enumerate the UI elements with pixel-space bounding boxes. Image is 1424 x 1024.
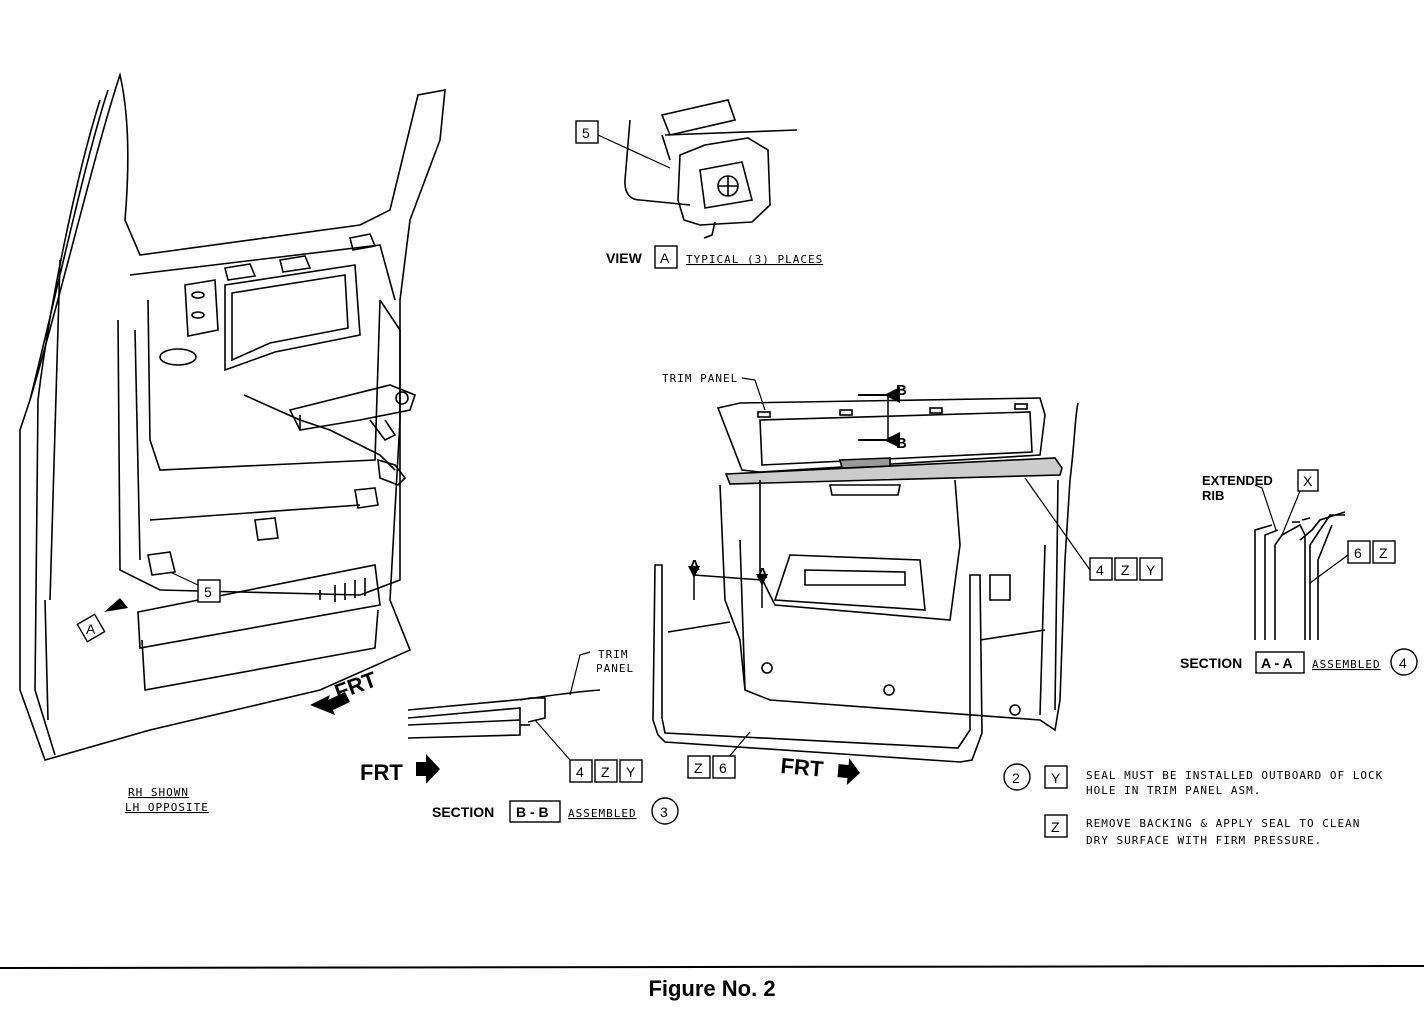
aa-callout-6: 6 xyxy=(1354,545,1362,561)
callout-x-text: X xyxy=(1303,473,1313,489)
aa-section-word: SECTION xyxy=(1180,655,1242,671)
bb-callout-z: Z xyxy=(601,764,610,780)
note-2-line1: REMOVE BACKING & APPLY SEAL TO CLEAN xyxy=(1086,817,1360,830)
callout-y-text: Y xyxy=(1146,562,1156,578)
b-lower-text: B xyxy=(896,435,907,452)
aa-assembled: ASSEMBLED xyxy=(1312,658,1381,671)
section-aa-extended-rib: EXTENDED RIB xyxy=(1202,473,1277,531)
section-aa-label: SECTION A - A ASSEMBLED 4 xyxy=(1180,648,1418,676)
frt-label-bb: FRT xyxy=(360,760,403,785)
bb-panel-text: PANEL xyxy=(596,662,634,675)
b-upper-text: B xyxy=(896,382,907,399)
section-bb-trim-label: TRIM PANEL xyxy=(569,648,634,696)
frt-label-left: FRT xyxy=(331,666,380,704)
aa-callout-z: Z xyxy=(1379,545,1388,561)
callout-z-text-2: Z xyxy=(694,760,703,776)
callout-z-text: Z xyxy=(1121,562,1130,578)
section-b-marker-upper: B xyxy=(858,382,907,438)
note-1-flag: Y xyxy=(1051,770,1061,786)
callout-5-left: 5 xyxy=(169,571,221,603)
section-bb-callouts: 4 Z Y xyxy=(534,719,643,783)
callout-4-text: 4 xyxy=(1096,562,1104,578)
a-right-text: A xyxy=(757,565,768,582)
view-a-letter: A xyxy=(660,250,670,266)
extended-text: EXTENDED xyxy=(1202,473,1273,488)
section-aa-illustration xyxy=(1254,511,1346,640)
note-1: 2 Y SEAL MUST BE INSTALLED OUTBOARD OF L… xyxy=(1003,763,1383,797)
trim-panel-illustration xyxy=(652,397,1079,763)
view-a-clip-detail xyxy=(624,99,798,239)
view-a-label: VIEW A TYPICAL (3) PLACES xyxy=(606,245,823,269)
note-2-line2: DRY SURFACE WITH FIRM PRESSURE. xyxy=(1086,834,1322,847)
view-a-callout-5-text: 5 xyxy=(582,125,590,141)
note-2: Z REMOVE BACKING & APPLY SEAL TO CLEAN D… xyxy=(1044,814,1360,847)
section-b-marker-lower: B xyxy=(858,432,907,452)
trim-panel-text: TRIM PANEL xyxy=(662,372,738,385)
rear-door-illustration xyxy=(19,72,446,761)
bb-letters: B - B xyxy=(516,804,549,820)
view-a-callout-5: 5 xyxy=(575,120,671,169)
note-2-flag: Z xyxy=(1051,819,1060,835)
section-bb-label: SECTION B - B ASSEMBLED 3 xyxy=(432,797,679,825)
aa-circle-num: 4 xyxy=(1399,655,1407,671)
bb-callout-4: 4 xyxy=(576,764,584,780)
frt-arrow-left-view: FRT xyxy=(310,666,380,715)
rib-text: RIB xyxy=(1202,488,1224,503)
note-1-line1: SEAL MUST BE INSTALLED OUTBOARD OF LOCK xyxy=(1086,769,1383,782)
callout-5-text: 5 xyxy=(204,584,212,600)
bb-section-word: SECTION xyxy=(432,804,494,820)
section-aa-callout-x: X xyxy=(1281,469,1319,536)
note-1-line2: HOLE IN TRIM PANEL ASM. xyxy=(1086,784,1261,797)
trim-panel-label: TRIM PANEL xyxy=(662,372,766,411)
section-a-markers: A A xyxy=(688,557,768,608)
a-left-text: A xyxy=(689,557,700,574)
callout-4zy-center: 4 Z Y xyxy=(1024,477,1163,581)
rh-shown-note: RH SHOWN xyxy=(128,786,189,799)
bottom-rule xyxy=(0,965,1424,969)
section-bb-illustration xyxy=(407,689,601,739)
bb-callout-y: Y xyxy=(626,764,636,780)
section-aa-callouts-6z: 6 Z xyxy=(1309,540,1396,584)
bb-trim-text: TRIM xyxy=(598,648,629,661)
frt-arrow-section-bb: FRT xyxy=(360,754,440,785)
lh-opposite-note: LH OPPOSITE xyxy=(125,801,209,814)
aa-letters: A - A xyxy=(1261,655,1293,671)
frt-arrow-center: FRT xyxy=(780,753,860,785)
note-1-num: 2 xyxy=(1012,770,1020,786)
view-a-typical-text: TYPICAL (3) PLACES xyxy=(686,253,823,266)
figure-caption: Figure No. 2 xyxy=(648,976,776,1001)
bb-assembled: ASSEMBLED xyxy=(568,807,637,820)
callout-a-diamond: A xyxy=(76,598,128,643)
view-a-view-word: VIEW xyxy=(606,250,643,266)
frt-label-center: FRT xyxy=(780,753,825,782)
callout-6-text: 6 xyxy=(719,760,727,776)
bb-circle-num: 3 xyxy=(660,804,668,820)
callout-z6-center: Z 6 xyxy=(687,731,751,779)
callout-a-text: A xyxy=(86,621,96,637)
